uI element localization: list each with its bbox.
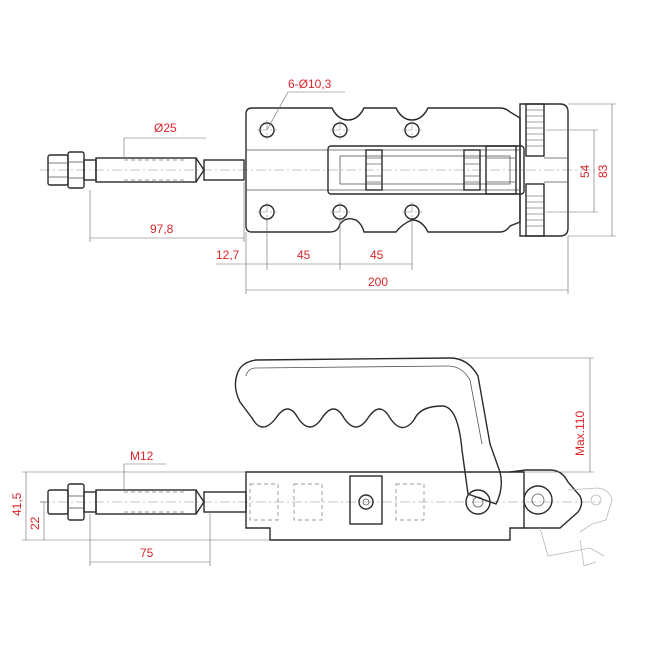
stroke-label: 75 — [140, 546, 154, 560]
holes-leader — [266, 91, 345, 131]
link-mechanism-top — [327, 145, 525, 195]
total-length-dimension — [245, 236, 569, 294]
max-height-dimension — [460, 357, 594, 473]
holes-callout: 6-Ø10,3 — [288, 77, 332, 91]
height-total-label: 41,5 — [10, 492, 24, 516]
height-dimensions — [22, 471, 270, 541]
threaded-plunger-side — [83, 489, 247, 515]
width-dimensions — [546, 103, 616, 237]
thread-label: M12 — [130, 449, 154, 463]
max-height-label: Max.110 — [573, 411, 587, 456]
pitch-label-2: 45 — [370, 248, 384, 262]
hole-pitch-dimension — [216, 220, 413, 270]
thread-dimension — [123, 463, 166, 490]
pitch-label-1: 45 — [297, 248, 311, 262]
hole-offset-label: 12,7 — [216, 248, 240, 262]
rod-length-dimension — [89, 182, 245, 242]
hole-spacing-label: 54 — [578, 164, 592, 178]
rod-diameter-dimension — [123, 137, 206, 158]
side-view: M12 Max.110 41,5 22 75 — [10, 357, 613, 567]
handle-side — [234, 357, 503, 505]
mounting-holes — [257, 120, 422, 222]
total-length-label: 200 — [368, 275, 388, 289]
threaded-plunger-top — [83, 157, 245, 183]
rod-length-label: 97,8 — [150, 222, 174, 236]
rod-diameter-label: Ø25 — [154, 121, 177, 135]
base-plate-top — [245, 107, 521, 233]
base-width-label: 83 — [596, 164, 610, 178]
stroke-dimension — [89, 512, 211, 566]
handle-end-top — [519, 103, 569, 237]
axis-height-label: 22 — [28, 516, 42, 530]
top-view: 6-Ø10,3 Ø25 97,8 12,7 45 45 — [40, 77, 616, 294]
end-bracket-side — [509, 469, 613, 567]
clamp-body-side — [245, 471, 525, 541]
